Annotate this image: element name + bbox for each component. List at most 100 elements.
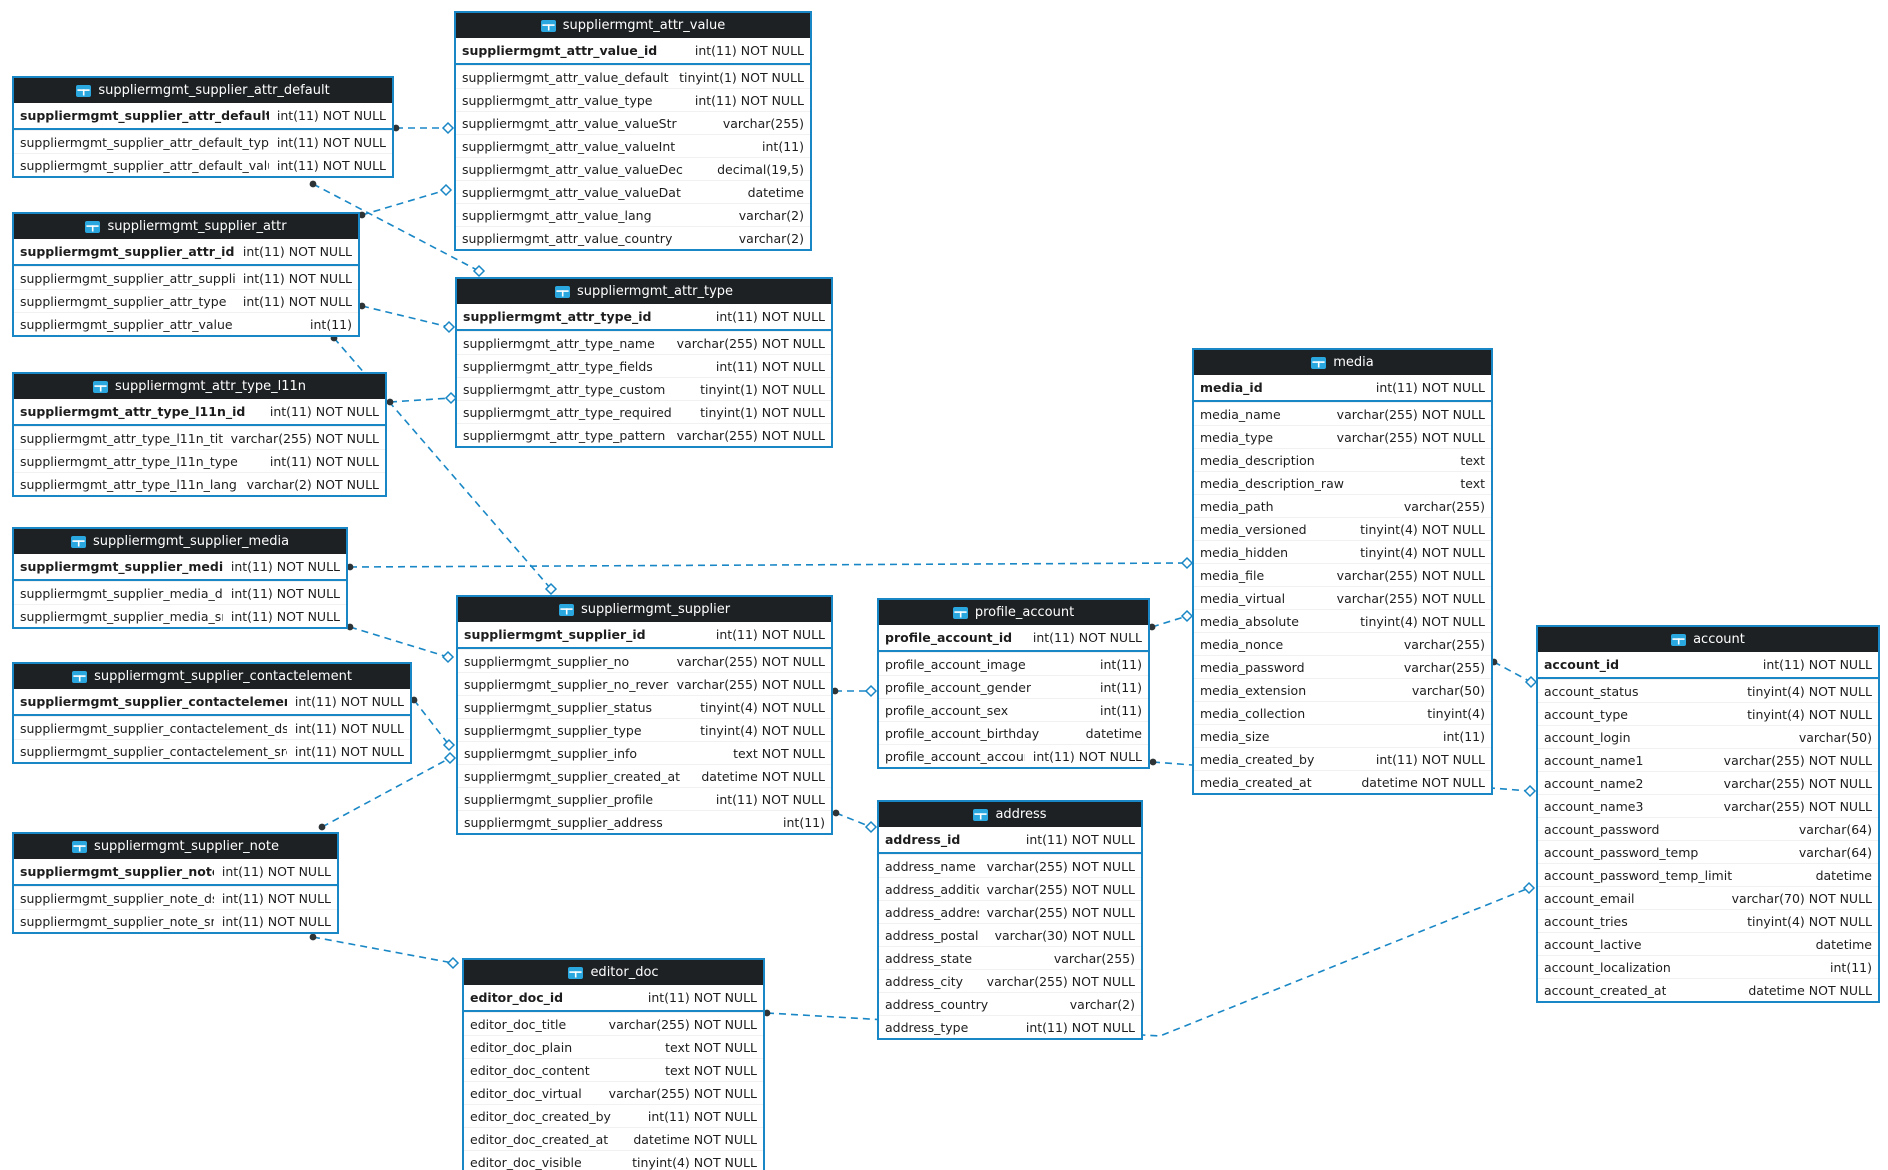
relation-line-suppliermgmt_attr_type_l11n-to-suppliermgmt_attr_type[interactable] bbox=[389, 397, 452, 403]
relation-line-suppliermgmt_supplier_attr-to-suppliermgmt_supplier[interactable] bbox=[333, 337, 552, 590]
relation-line-suppliermgmt_supplier_attr-to-suppliermgmt_attr_value[interactable] bbox=[361, 189, 447, 216]
table-header[interactable]: suppliermgmt_supplier_contactelement bbox=[14, 664, 410, 689]
pk-column-row[interactable]: suppliermgmt_supplier_contactelement_idi… bbox=[14, 689, 410, 716]
column-row[interactable]: address_addressvarchar(255) NOT NULL bbox=[879, 900, 1141, 923]
table-header[interactable]: suppliermgmt_attr_type_l11n bbox=[14, 374, 385, 399]
table-suppliermgmt_attr_value[interactable]: suppliermgmt_attr_value suppliermgmt_attr… bbox=[454, 11, 812, 251]
table-header[interactable]: suppliermgmt_supplier_media bbox=[14, 529, 346, 554]
table-header[interactable]: account bbox=[1538, 627, 1878, 652]
table-header[interactable]: suppliermgmt_supplier_attr_default bbox=[14, 78, 392, 103]
table-header[interactable]: suppliermgmt_attr_value bbox=[456, 13, 810, 38]
relation-line-suppliermgmt_supplier_note-to-editor_doc[interactable] bbox=[312, 936, 454, 964]
relation-line-suppliermgmt_supplier-to-address[interactable] bbox=[835, 812, 872, 828]
relation-line-suppliermgmt_supplier_attr-to-suppliermgmt_attr_type[interactable] bbox=[361, 305, 450, 328]
table-header[interactable]: suppliermgmt_supplier_attr bbox=[14, 214, 358, 239]
column-row[interactable]: suppliermgmt_supplier_contactelement_src… bbox=[14, 739, 410, 762]
relation-line-suppliermgmt_supplier_contactelement-to-suppliermgmt_supplier[interactable] bbox=[413, 699, 450, 746]
column-row[interactable]: suppliermgmt_supplier_attr_default_value… bbox=[14, 153, 392, 176]
table-suppliermgmt_attr_type_l11n[interactable]: suppliermgmt_attr_type_l11n suppliermgmt_… bbox=[12, 372, 387, 497]
